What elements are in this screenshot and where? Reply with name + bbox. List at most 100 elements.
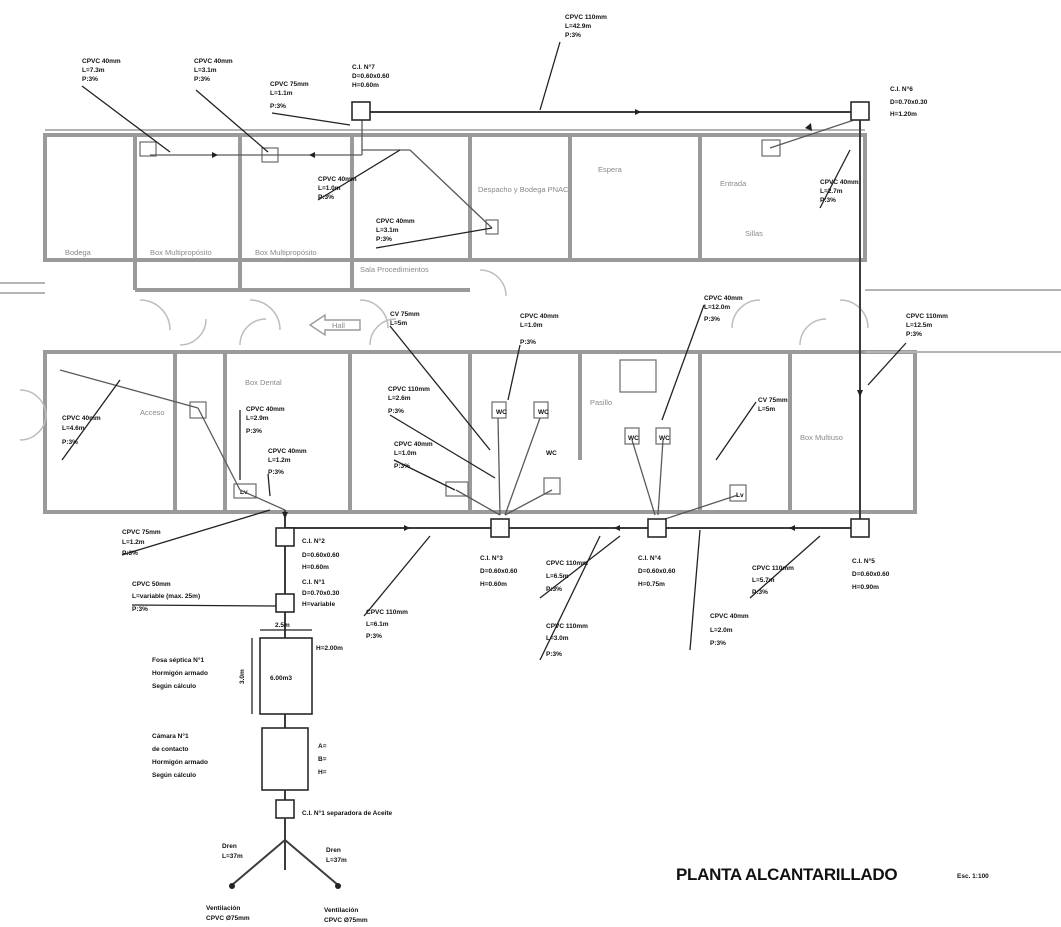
septic-tank [259, 637, 313, 715]
vent-label-line: Ventilación [324, 907, 358, 914]
leader-line [689, 529, 701, 651]
chamber-label-line: C.I. N°2 [302, 537, 325, 545]
branch-pipe [657, 439, 664, 516]
pipe-label-line: L=6.5m [546, 573, 569, 580]
pipe-label-line: P:3% [820, 197, 836, 204]
pipe-label-c-1: CV 75mm L=5m [390, 311, 420, 327]
pipe-label-b-6: CPVC 50mm L=variable (max. 25m) P:3% [132, 581, 200, 613]
arrow-outline [308, 313, 361, 337]
branch-pipe [497, 417, 501, 516]
chamber-ci6 [850, 101, 870, 121]
pipe-label-line: CPVC 40mm [820, 179, 859, 186]
chamber-label-line: C.I. N°3 [480, 554, 503, 562]
chamber-ci5 [850, 518, 870, 538]
flow-arrow [212, 152, 218, 158]
pipe-label-line: P:3% [906, 331, 922, 338]
chamber-label-line: H=0.60m [480, 581, 507, 588]
room-labels: Bodega Box Multipropósito Box Multipropó… [65, 165, 843, 442]
door-swing [799, 318, 827, 346]
pipe-label-line: CV 75mm [758, 397, 788, 404]
pipe-label-line: CPVC 40mm [704, 295, 743, 302]
contact-chamber-label-line: Según cálculo [152, 772, 196, 779]
leader-line [867, 342, 907, 386]
room-label: Box Dental [245, 378, 282, 387]
pipe-label-line: P:3% [394, 463, 410, 470]
leader-line [271, 112, 351, 126]
pipe-label-line: P:3% [62, 439, 78, 446]
chamber-label-line: H=variable [302, 601, 335, 608]
leader-line [393, 459, 456, 491]
fixture-tag: Lv [240, 489, 248, 496]
pipe-label-b-2: CPVC 110mm L=3.0m P:3% [546, 623, 588, 658]
chamber-label-line: C.I. N°6 [890, 85, 913, 93]
leader-line [389, 414, 496, 479]
pipe-label-line: L=2.0m [710, 627, 733, 634]
drain-label-line: L=37m [326, 857, 347, 864]
drain-right [284, 839, 339, 886]
leader-line [61, 379, 121, 461]
chamber-label-line: D=0.60x0.60 [352, 73, 390, 80]
leader-line [539, 41, 561, 111]
fixture [189, 401, 207, 419]
chamber-ci-grease [275, 799, 295, 819]
flow-arrow [309, 152, 315, 158]
plan-title: PLANTA ALCANTARILLADO [676, 865, 897, 884]
chamber-label-line: D=0.60x0.60 [638, 568, 676, 575]
north-wing-outline [43, 133, 867, 262]
leader-line [195, 89, 269, 153]
chamber-label-line: H=1.20m [890, 111, 917, 118]
door-swing [369, 318, 397, 346]
flow-arrow [614, 525, 620, 531]
drain-labels: Dren L=37m Dren L=37m Ventilación CPVC Ø… [206, 843, 368, 924]
chamber-label-line: H=0.60m [302, 564, 329, 571]
pipe-label-line: L=2.7m [820, 188, 843, 195]
septic-volume: 6.00m3 [270, 675, 292, 682]
leader-line [375, 227, 493, 249]
contact-chamber-label-line: Hormigón armado [152, 759, 208, 766]
pipe-label-c-3: CPVC 110mm L=2.6m P:3% [388, 386, 430, 415]
pipe-label-line: CPVC 110mm [388, 386, 430, 393]
pipe-label-line: L=6.1m [366, 621, 389, 628]
pipe-label-line: CPVC 110mm [366, 609, 408, 616]
pipe-label-right-1: CPVC 40mm L=2.7m P:3% [820, 179, 859, 204]
drain-label-line: L=37m [222, 853, 243, 860]
pipe-label-line: P:3% [520, 339, 536, 346]
pipe-label-line: P:3% [366, 633, 382, 640]
chamber-label-ci7: C.I. N°7 D=0.60x0.60 H=0.60m [352, 63, 390, 89]
flow-arrow [404, 525, 410, 531]
fixture [624, 427, 640, 445]
pipe-label-line: P:3% [122, 550, 138, 557]
vent-right [335, 883, 341, 889]
room-label: Box Multiuso [800, 433, 843, 442]
fixture-tag: WC [659, 435, 670, 442]
pipe-label-line: L=1.2m [122, 539, 145, 546]
pipe-label-line: P:3% [132, 606, 148, 613]
pipe-label-line: CPVC 40mm [194, 58, 233, 65]
septic-width: 2.5m [275, 622, 290, 629]
pipe-label-line: L=5.7m [752, 577, 775, 584]
pipe-label-line: CPVC 110mm [565, 14, 607, 21]
pipe-label-line: L=2.6m [388, 395, 411, 402]
pipe-label-line: P:3% [388, 408, 404, 415]
leader-line [507, 344, 521, 401]
pipe-label-line: L=12.5m [906, 322, 932, 329]
room-label: Sillas [745, 229, 763, 238]
chamber-ci-variable [275, 593, 295, 613]
branch-pipe [239, 489, 286, 511]
pipe-label-line: L=variable (max. 25m) [132, 593, 200, 600]
chamber-label-ci-variable: C.I. N°1 D=0.70x0.30 H=variable [302, 578, 340, 608]
septic-label-line: Fosa séptica N°1 [152, 656, 204, 664]
chamber-ci4 [647, 518, 667, 538]
vent-label-line: Ventilación [206, 905, 240, 912]
chamber-label-line: C.I. N°1 [302, 578, 325, 586]
pipe-label-l-4: CPVC 75mm L=1.2m P:3% [122, 529, 161, 557]
pipe-label-line: CPVC 40mm [318, 176, 357, 183]
leader-line [715, 401, 757, 461]
pipe-label-line: P:3% [704, 316, 720, 323]
pipe-label-line: L=3.0m [546, 635, 569, 642]
chamber-label-ci2: C.I. N°2 D=0.60x0.60 H=0.60m [302, 537, 340, 571]
branch-pipe [769, 117, 861, 149]
leader-line [539, 535, 601, 661]
building-walls [0, 129, 1061, 514]
contact-chamber-dim: H= [318, 769, 327, 776]
